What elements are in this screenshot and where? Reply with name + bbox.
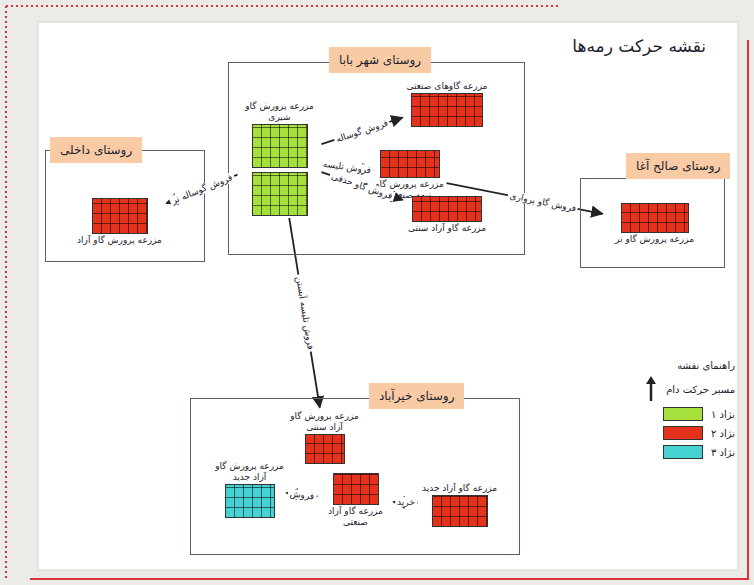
farm-label: مزرعه پرورش گاو آزاد سنتی bbox=[290, 410, 360, 435]
region-heading: روستای شهر بابا bbox=[329, 47, 431, 73]
farm-label: مزرعه پرورش گاو آزاد جدید bbox=[215, 460, 285, 485]
herd-grid bbox=[411, 93, 483, 127]
legend-row: نژاد ۳ bbox=[605, 445, 735, 459]
legend: راهنمای نقشه مسیر حرکت دام نژاد ۱ نژاد ۲ نژ… bbox=[605, 360, 735, 464]
region-heading: روستای صالح آغا bbox=[626, 153, 730, 179]
legend-text: نژاد ۳ bbox=[711, 447, 735, 458]
farm-label: مزرعه پرورش گاو آزاد bbox=[75, 234, 165, 247]
flow-arrow bbox=[289, 218, 320, 408]
legend-text: مسیر حرکت دام bbox=[666, 384, 735, 395]
region-box: روستای خیرآبادمزرعه پرورش گاو آزاد سنتیم… bbox=[190, 398, 520, 555]
farm-label: مزرعه گاوهای صنعتی bbox=[405, 80, 490, 93]
herd-grid bbox=[333, 473, 379, 505]
herd-grid bbox=[380, 150, 440, 178]
region-heading: روستای داخلی bbox=[50, 137, 142, 163]
herd-grid bbox=[412, 196, 482, 222]
farm-node: مزرعه پرورش گاو شیری bbox=[240, 100, 320, 217]
farm-label: مزرعه گاو آزاد صنعتی bbox=[320, 505, 392, 530]
legend-row: مسیر حرکت دام bbox=[605, 376, 735, 402]
farm-node: مزرعه پرورش گاو آزاد جدید bbox=[215, 460, 285, 519]
farm-node: مزرعه پرورش گاو آزاد bbox=[75, 198, 165, 247]
legend-text: نژاد ۲ bbox=[711, 428, 735, 439]
farm-node: مزرعه گاو آزاد سنتی bbox=[405, 196, 490, 235]
region-box: روستای داخلیمزرعه پرورش گاو آزاد bbox=[45, 150, 205, 262]
legend-swatch bbox=[663, 407, 703, 421]
legend-swatch bbox=[663, 426, 703, 440]
herd-grid bbox=[432, 495, 488, 527]
legend-text: نژاد ۱ bbox=[711, 409, 735, 420]
farm-label: مزرعه گاو آزاد سنتی bbox=[405, 222, 490, 235]
farm-node: مزرعه گاوهای صنعتی bbox=[405, 80, 490, 127]
farm-label: مزرعه گاو آزاد جدید bbox=[420, 482, 500, 495]
herd-grid bbox=[621, 203, 689, 233]
flow-arrow bbox=[322, 118, 403, 144]
farm-node: مزرعه پرورش گاو آزاد سنتی bbox=[290, 410, 360, 465]
region-box: روستای صالح آغامزرعه پرورش گاو نر bbox=[580, 178, 725, 268]
farm-label: مزرعه پرورش گاو شیری bbox=[240, 100, 320, 125]
herd-grid bbox=[252, 172, 308, 216]
diagram-title: نقشه حرکت رمه‌ها bbox=[572, 36, 706, 56]
herd-grid bbox=[92, 198, 148, 234]
herd-grid bbox=[252, 124, 308, 168]
legend-row: نژاد ۱ bbox=[605, 407, 735, 421]
herd-grid bbox=[225, 484, 275, 518]
legend-swatch bbox=[663, 445, 703, 459]
region-box: روستای شهر بابامزرعه پرورش گاو شیریمزرعه… bbox=[228, 62, 525, 255]
legend-heading: راهنمای نقشه bbox=[605, 360, 735, 371]
region-heading: روستای خیرآباد bbox=[369, 383, 464, 409]
farm-label: مزرعه پرورش گاو نر bbox=[605, 233, 705, 246]
legend-arrow-sample bbox=[644, 376, 658, 402]
edge-label: خرید bbox=[394, 497, 416, 508]
farm-node: مزرعه پرورش گاو نر bbox=[605, 203, 705, 246]
legend-row: نژاد ۲ bbox=[605, 426, 735, 440]
farm-node: مزرعه گاو آزاد جدید bbox=[420, 482, 500, 527]
farm-node: مزرعه گاو آزاد صنعتی bbox=[320, 473, 392, 530]
herd-grid bbox=[305, 434, 345, 464]
